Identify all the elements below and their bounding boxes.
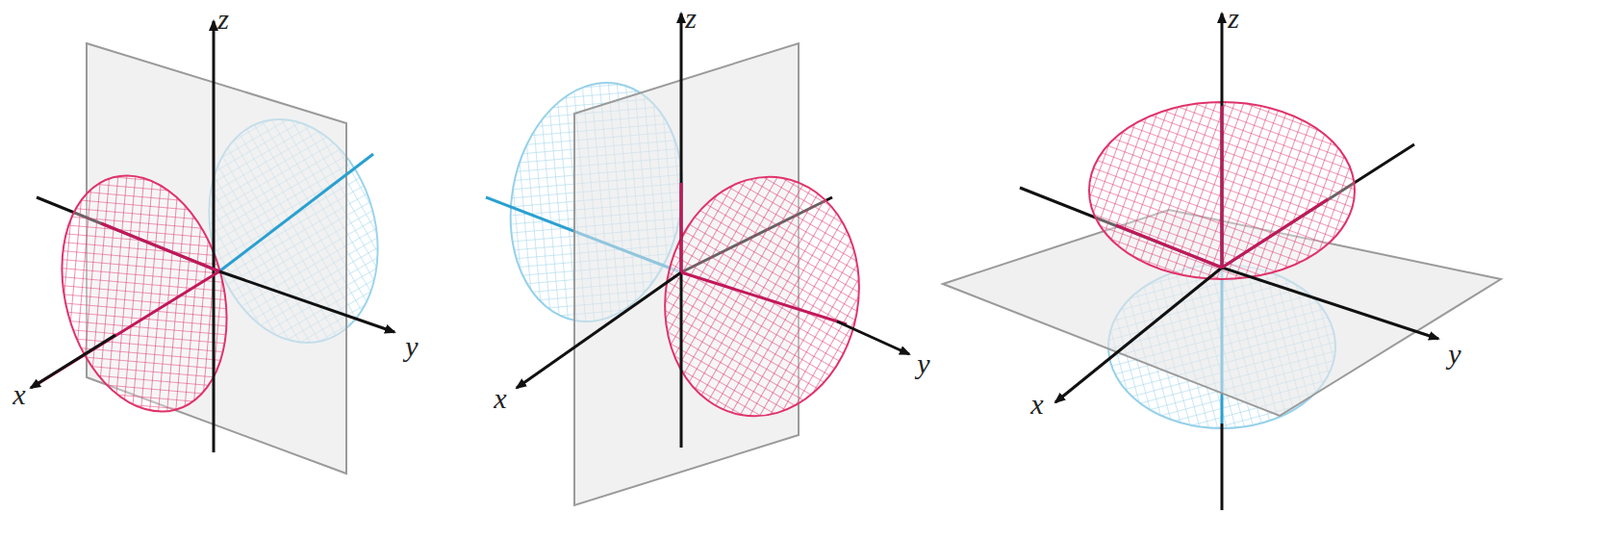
- axis-label: y: [405, 331, 418, 361]
- axis-label: z: [685, 3, 697, 33]
- pz-orbital: [942, 13, 1501, 510]
- axis-label: y: [916, 349, 930, 379]
- axis-label: z: [1227, 3, 1240, 33]
- axis-label: x: [12, 380, 26, 409]
- axis-label: y: [1447, 339, 1461, 369]
- axis-label: x: [493, 383, 507, 413]
- axis-label: z: [217, 4, 229, 34]
- axis-label: x: [1030, 389, 1043, 419]
- px-orbital: [30, 21, 403, 474]
- py-orbital: [485, 13, 910, 506]
